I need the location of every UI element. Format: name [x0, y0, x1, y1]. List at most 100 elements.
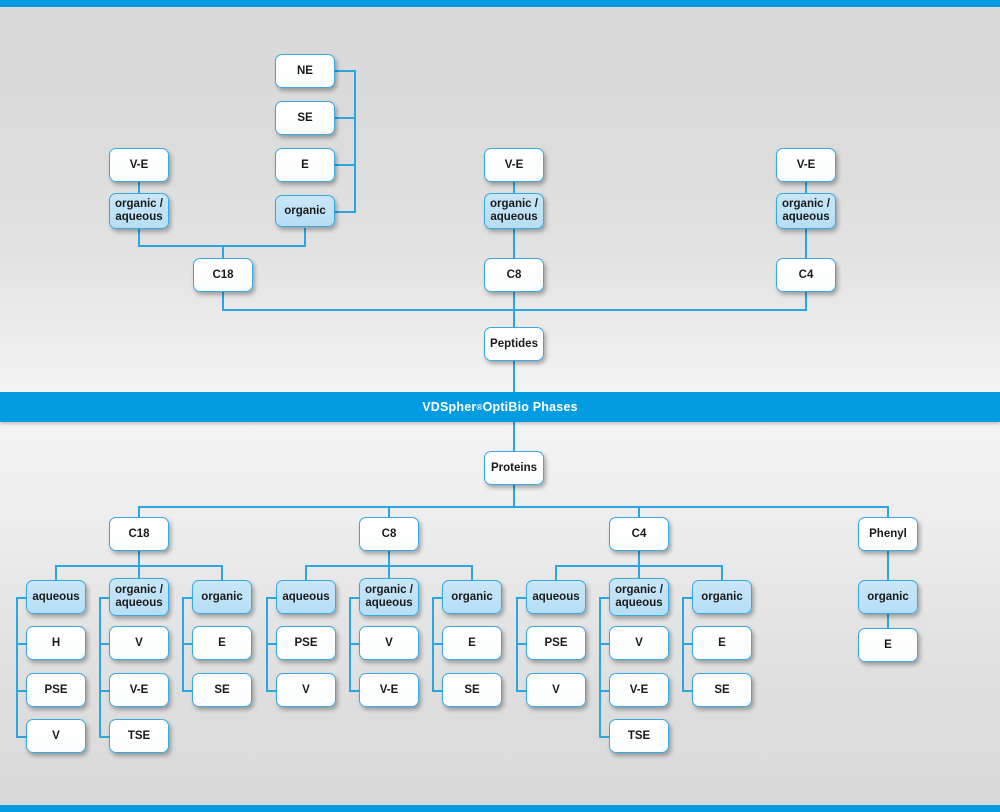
proteins-phase-c4[interactable]: C4: [609, 517, 669, 551]
node-label: V: [385, 636, 393, 649]
node-label: organic: [701, 590, 743, 603]
node-label: Peptides: [490, 337, 538, 350]
line-c18-aqueous-head: [16, 597, 28, 599]
proteins-c8-group-aqueous[interactable]: aqueous: [276, 580, 336, 614]
line-c18-orgaq-stub-1: [99, 690, 111, 692]
proteins-c4-aqueous-item-1[interactable]: V: [526, 673, 586, 707]
proteins-c18-aqueous-item-0[interactable]: H: [26, 626, 86, 660]
proteins-c4-orgaq-item-0[interactable]: V: [609, 626, 669, 660]
peptides-c8-orgaq-item-0[interactable]: V-E: [484, 148, 544, 182]
node-label: TSE: [627, 729, 651, 742]
line-c18-aqueous-stub-1: [16, 690, 28, 692]
node-label: V-E: [629, 683, 649, 696]
proteins-c4-aqueous-item-0[interactable]: PSE: [526, 626, 586, 660]
line-c18-aqueous-stub-0: [16, 643, 28, 645]
line-organic-stub: [334, 211, 356, 213]
proteins-phenyl-organic-item-0[interactable]: E: [858, 628, 918, 662]
node-label: V-E: [504, 158, 524, 171]
line-ne-stub: [334, 70, 356, 72]
line-join-down-c18: [222, 245, 224, 258]
proteins-c4-organic-item-1[interactable]: SE: [692, 673, 752, 707]
proteins-c4-organic-item-0[interactable]: E: [692, 626, 752, 660]
peptides-c18-group-organic-aqueous[interactable]: organic / aqueous: [109, 193, 169, 229]
line-c18-orgaq-stub-0: [99, 643, 111, 645]
proteins-phenyl-group-organic[interactable]: organic: [858, 580, 918, 614]
line-c4-to-orgaq: [638, 565, 640, 580]
node-label: V-E: [129, 158, 149, 171]
proteins-c8-group-organic[interactable]: organic: [442, 580, 502, 614]
line-c4-aqueous-head: [516, 597, 528, 599]
peptides-c18-organic-item-1[interactable]: SE: [275, 101, 335, 135]
node-label: C4: [631, 527, 647, 540]
node-label: SE: [297, 111, 313, 124]
proteins-c4-group-organic[interactable]: organic: [692, 580, 752, 614]
node-label: E: [468, 636, 476, 649]
proteins-c4-group-organic-aqueous[interactable]: organic / aqueous: [609, 578, 669, 616]
proteins-phase-phenyl[interactable]: Phenyl: [858, 517, 918, 551]
node-label: aqueous: [32, 590, 80, 603]
peptides-c18-organic-item-2[interactable]: E: [275, 148, 335, 182]
proteins-c18-aqueous-item-1[interactable]: PSE: [26, 673, 86, 707]
line-c8-aqueous-stub-0: [266, 643, 278, 645]
line-c18-to-organic: [221, 565, 223, 580]
peptides-c18-organic-item-0[interactable]: NE: [275, 54, 335, 88]
proteins-c8-aqueous-item-1[interactable]: V: [276, 673, 336, 707]
proteins-c18-aqueous-item-2[interactable]: V: [26, 719, 86, 753]
node-label: aqueous: [282, 590, 330, 603]
proteins-c8-organic-item-1[interactable]: SE: [442, 673, 502, 707]
proteins-c4-orgaq-item-1[interactable]: V-E: [609, 673, 669, 707]
node-label: C18: [128, 527, 150, 540]
line-c4-to-aqueous: [555, 565, 557, 580]
node-label: E: [884, 638, 892, 651]
proteins-c8-orgaq-item-0[interactable]: V: [359, 626, 419, 660]
line-c4-organic-stub-1: [682, 690, 694, 692]
root-proteins[interactable]: Proteins: [484, 451, 544, 485]
proteins-phase-c18[interactable]: C18: [109, 517, 169, 551]
banner-vdspher-optibio-phases: VDSpher® OptiBio Phases: [0, 392, 1000, 422]
node-label: V: [302, 683, 310, 696]
peptides-c8-group-organic-aqueous[interactable]: organic / aqueous: [484, 193, 544, 229]
peptides-phase-c18[interactable]: C18: [193, 258, 253, 292]
line-c8-organic-head: [432, 597, 444, 599]
line-c18-organic-stub-0: [182, 643, 194, 645]
line-c8-orgaq-head: [349, 597, 361, 599]
proteins-c18-orgaq-item-2[interactable]: TSE: [109, 719, 169, 753]
proteins-c18-group-organic-aqueous[interactable]: organic / aqueous: [109, 578, 169, 616]
node-label: organic / aqueous: [115, 584, 163, 609]
proteins-c8-organic-item-0[interactable]: E: [442, 626, 502, 660]
line-bus-to-c18: [138, 506, 140, 517]
proteins-c8-aqueous-item-0[interactable]: PSE: [276, 626, 336, 660]
peptides-c4-group-organic-aqueous[interactable]: organic / aqueous: [776, 193, 836, 229]
peptides-c18-group-organic[interactable]: organic: [275, 195, 335, 227]
proteins-c8-orgaq-item-1[interactable]: V-E: [359, 673, 419, 707]
peptides-c4-orgaq-item-0[interactable]: V-E: [776, 148, 836, 182]
line-c8-to-subbus: [388, 551, 390, 566]
node-label: TSE: [127, 729, 151, 742]
proteins-c18-organic-item-0[interactable]: E: [192, 626, 252, 660]
bottom-accent-bar: [0, 805, 1000, 812]
peptides-c18-orgaq-item-0[interactable]: V-E: [109, 148, 169, 182]
proteins-c4-orgaq-item-2[interactable]: TSE: [609, 719, 669, 753]
peptides-phase-c8[interactable]: C8: [484, 258, 544, 292]
proteins-c18-group-aqueous[interactable]: aqueous: [26, 580, 86, 614]
node-label: V: [635, 636, 643, 649]
proteins-c8-group-organic-aqueous[interactable]: organic / aqueous: [359, 578, 419, 616]
line-c18-aqueous-stub-2: [16, 736, 28, 738]
root-peptides[interactable]: Peptides: [484, 327, 544, 361]
node-label: C8: [506, 268, 522, 281]
line-banner-to-proteins: [513, 422, 515, 451]
proteins-c18-group-organic[interactable]: organic: [192, 580, 252, 614]
proteins-phase-c8[interactable]: C8: [359, 517, 419, 551]
node-label: C18: [212, 268, 234, 281]
proteins-c18-orgaq-item-1[interactable]: V-E: [109, 673, 169, 707]
line-c4-orgaq-head: [599, 597, 611, 599]
peptides-phase-c4[interactable]: C4: [776, 258, 836, 292]
proteins-c18-orgaq-item-0[interactable]: V: [109, 626, 169, 660]
node-label: organic: [867, 590, 909, 603]
proteins-c4-group-aqueous[interactable]: aqueous: [526, 580, 586, 614]
line-c8-aqueous-head: [266, 597, 278, 599]
proteins-c18-organic-item-1[interactable]: SE: [192, 673, 252, 707]
line-c4-to-subbus: [638, 551, 640, 566]
line-c4-aqueous-stub-1: [516, 690, 528, 692]
